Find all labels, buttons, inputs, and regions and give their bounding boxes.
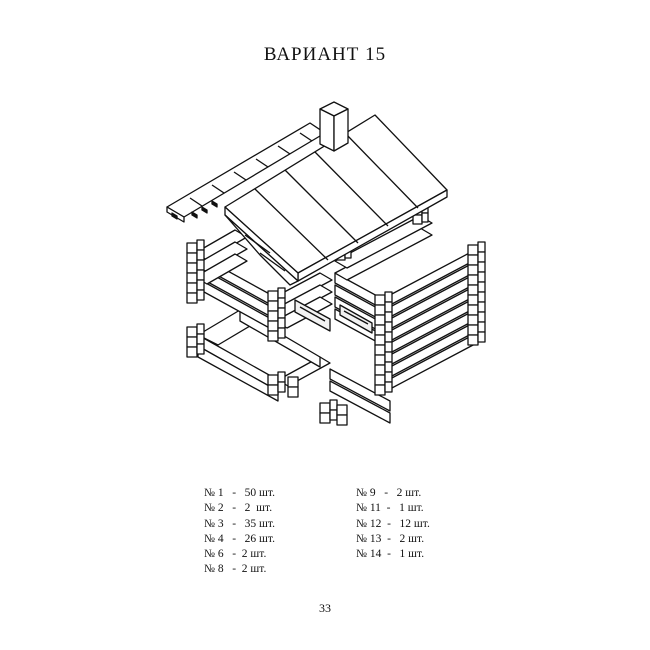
part-row: № 9 - 2 шт. — [356, 487, 422, 499]
part-row: № 6 - 2 шт. — [204, 548, 267, 561]
corner-blocks — [186, 194, 486, 426]
roof — [166, 114, 448, 286]
part-row: № 8 - 2 шт. — [204, 563, 267, 576]
parts-list-left: № 1 - 50 шт. № 2 - 2 шт. № 3 - 35 шт. № … — [204, 486, 275, 578]
part-row: № 1 - 50 шт. — [204, 487, 275, 499]
part-row: № 2 - 2 шт. — [204, 502, 273, 515]
floor-frame — [197, 309, 331, 402]
part-row: № 12 - 12 шт. — [356, 517, 430, 530]
parts-list-right: № 9 - 2 шт. № 11 - 1 шт. № 12 - 12 шт. №… — [356, 486, 430, 562]
page-title: ВАРИАНТ 15 — [263, 44, 387, 65]
log-house-illustration — [166, 101, 486, 426]
chimney — [319, 101, 349, 152]
part-row: № 3 - 35 шт. — [204, 517, 275, 530]
page-number: 33 — [319, 601, 331, 615]
part-row: № 4 - 26 шт. — [204, 532, 275, 545]
part-row: № 13 - 2 шт. — [356, 532, 425, 545]
part-row: № 14 - 1 шт. — [356, 548, 425, 561]
part-row: № 11 - 1 шт. — [356, 502, 424, 515]
